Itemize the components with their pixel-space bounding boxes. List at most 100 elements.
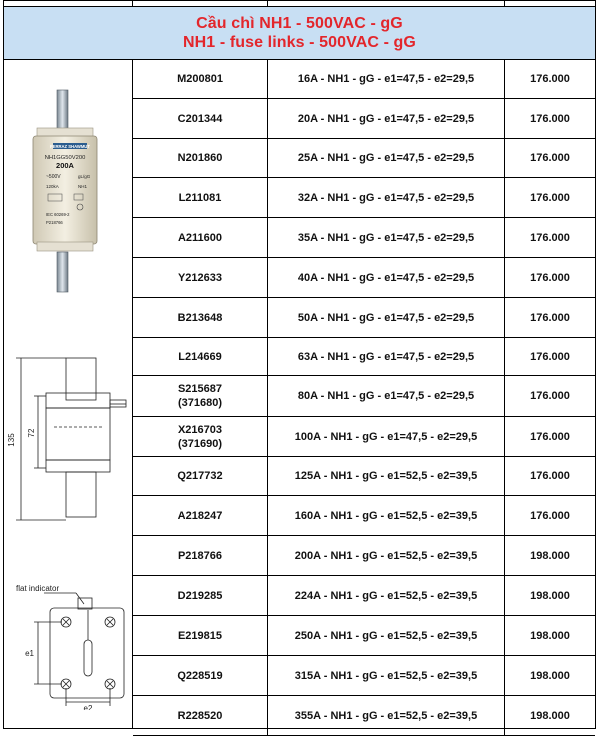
- dim-e2-label: e2: [84, 704, 93, 710]
- table-row: B213648 50A - NH1 - gG - e1=47,5 - e2=29,…: [133, 298, 595, 338]
- table-row: Y212633 40A - NH1 - gG - e1=47,5 - e2=29,…: [133, 258, 595, 298]
- product-code-cell: M200801: [133, 60, 268, 98]
- description-cell: 50A - NH1 - gG - e1=47,5 - e2=29,5: [268, 298, 505, 337]
- dim-e1-label: e1: [25, 649, 34, 658]
- product-price: 198.000: [530, 589, 570, 602]
- product-code-cell: N201860: [133, 139, 268, 177]
- product-code: X216703: [177, 423, 223, 436]
- product-price: 176.000: [530, 350, 570, 363]
- product-price: 198.000: [530, 629, 570, 642]
- product-description: 200A - NH1 - gG - e1=52,5 - e2=39,5: [294, 549, 478, 562]
- product-code-wrap: B213648: [178, 311, 223, 325]
- fuse-voltage-text: ~500V: [46, 174, 61, 180]
- description-cell: 20A - NH1 - gG - e1=47,5 - e2=29,5: [268, 99, 505, 138]
- price-cell: 176.000: [505, 338, 595, 375]
- product-code-wrap: L211081: [179, 191, 222, 205]
- product-code-wrap: P218766: [178, 549, 222, 563]
- product-description: 315A - NH1 - gG - e1=52,5 - e2=39,5: [294, 669, 478, 682]
- product-code-wrap: R228520: [178, 709, 223, 723]
- dim-total-label: 135: [7, 433, 16, 447]
- table-row: L211081 32A - NH1 - gG - e1=47,5 - e2=29,…: [133, 178, 595, 218]
- product-code: P218766: [177, 549, 223, 562]
- product-code: Q217732: [177, 470, 223, 482]
- product-code: M200801: [177, 73, 223, 85]
- title-english: NH1 - fuse links - 500VAC - gG: [183, 34, 416, 51]
- fuse-din-text: NH1: [78, 184, 87, 189]
- product-code-cell: R228520: [133, 696, 268, 735]
- price-cell: 198.000: [505, 696, 595, 735]
- description-cell: 35A - NH1 - gG - e1=47,5 - e2=29,5: [268, 218, 505, 257]
- product-price: 176.000: [530, 152, 570, 164]
- product-code-cell: Y212633: [133, 258, 268, 297]
- product-code-cell: B213648: [133, 298, 268, 337]
- product-price: 198.000: [530, 669, 570, 682]
- fuse-ref-text: P218766: [46, 220, 63, 225]
- description-cell: 100A - NH1 - gG - e1=47,5 - e2=29,5: [268, 417, 505, 456]
- description-cell: 63A - NH1 - gG - e1=47,5 - e2=29,5: [268, 338, 505, 375]
- product-price: 176.000: [530, 73, 570, 85]
- description-cell: 32A - NH1 - gG - e1=47,5 - e2=29,5: [268, 178, 505, 217]
- price-cell: 176.000: [505, 457, 595, 495]
- product-price: 176.000: [530, 112, 570, 125]
- description-cell: 125A - NH1 - gG - e1=52,5 - e2=39,5: [268, 457, 505, 495]
- product-description: 40A - NH1 - gG - e1=47,5 - e2=29,5: [297, 271, 475, 284]
- table-row: A211600 35A - NH1 - gG - e1=47,5 - e2=29,…: [133, 218, 595, 258]
- product-code-wrap: D219285: [178, 589, 223, 603]
- product-description: 63A - NH1 - gG - e1=47,5 - e2=29,5: [297, 350, 475, 363]
- price-cell: 198.000: [505, 576, 595, 615]
- product-price: 176.000: [530, 271, 570, 284]
- product-price: 176.000: [530, 509, 570, 522]
- product-code: S215687: [177, 383, 223, 395]
- product-description: 224A - NH1 - gG - e1=52,5 - e2=39,5: [294, 589, 478, 602]
- table-header: Cầu chì NH1 - 500VAC - gG NH1 - fuse lin…: [4, 6, 595, 60]
- product-code-cell: E219815: [133, 616, 268, 655]
- price-cell: 176.000: [505, 60, 595, 98]
- price-cell: 176.000: [505, 178, 595, 217]
- product-code: Y212633: [177, 271, 223, 284]
- description-cell: 40A - NH1 - gG - e1=47,5 - e2=29,5: [268, 258, 505, 297]
- product-code-wrap: E219815: [178, 629, 222, 643]
- product-code-cell: Q228519: [133, 656, 268, 695]
- product-code: E219815: [177, 629, 223, 642]
- product-description: 355A - NH1 - gG - e1=52,5 - e2=39,5: [294, 709, 478, 722]
- dimension-drawing: 135 72: [7, 357, 127, 521]
- product-code: A218247: [177, 509, 223, 522]
- title-vietnamese: Cầu chì NH1 - 500VAC - gG: [196, 15, 403, 32]
- table-row: Q217732 125A - NH1 - gG - e1=52,5 - e2=39…: [133, 457, 595, 496]
- product-code-cell: A211600: [133, 218, 268, 257]
- product-code: Q228519: [177, 669, 223, 682]
- table-row: S215687(371680)80A - NH1 - gG - e1=47,5 …: [133, 376, 595, 417]
- product-code: L211081: [178, 191, 222, 204]
- price-cell: 176.000: [505, 258, 595, 297]
- product-description: 100A - NH1 - gG - e1=47,5 - e2=29,5: [294, 430, 478, 443]
- price-cell: 176.000: [505, 298, 595, 337]
- fuse-standard-text: IEC 60269-2: [46, 212, 70, 217]
- price-cell: 176.000: [505, 376, 595, 416]
- product-description: 50A - NH1 - gG - e1=47,5 - e2=29,5: [297, 311, 475, 324]
- fuse-class-text: gL/gG: [78, 174, 91, 179]
- product-price: 176.000: [530, 390, 570, 402]
- fuse-model-text: NH1GG50V200: [45, 155, 86, 161]
- indicator-drawing: flat indicator: [16, 584, 125, 710]
- description-cell: 25A - NH1 - gG - e1=47,5 - e2=29,5: [268, 139, 505, 177]
- price-cell: 176.000: [505, 99, 595, 138]
- table-row: X216703(371690)100A - NH1 - gG - e1=47,5…: [133, 417, 595, 457]
- product-description: 250A - NH1 - gG - e1=52,5 - e2=39,5: [294, 629, 478, 642]
- description-cell: 315A - NH1 - gG - e1=52,5 - e2=39,5: [268, 656, 505, 695]
- product-code-wrap: Q217732: [177, 469, 222, 483]
- fuse-rating-text: 200A: [56, 161, 75, 170]
- fuse-brand-text: FERRAZ SHAWMUT: [50, 144, 90, 149]
- price-cell: 176.000: [505, 139, 595, 177]
- table-row: N201860 25A - NH1 - gG - e1=47,5 - e2=29,…: [133, 139, 595, 178]
- product-code-wrap: M200801: [177, 72, 223, 86]
- product-description: 160A - NH1 - gG - e1=52,5 - e2=39,5: [294, 509, 478, 522]
- price-cell: 176.000: [505, 218, 595, 257]
- price-cell: 198.000: [505, 616, 595, 655]
- product-code: N201860: [177, 152, 223, 164]
- description-cell: 80A - NH1 - gG - e1=47,5 - e2=29,5: [268, 376, 505, 416]
- product-code-wrap: A211600: [178, 231, 222, 245]
